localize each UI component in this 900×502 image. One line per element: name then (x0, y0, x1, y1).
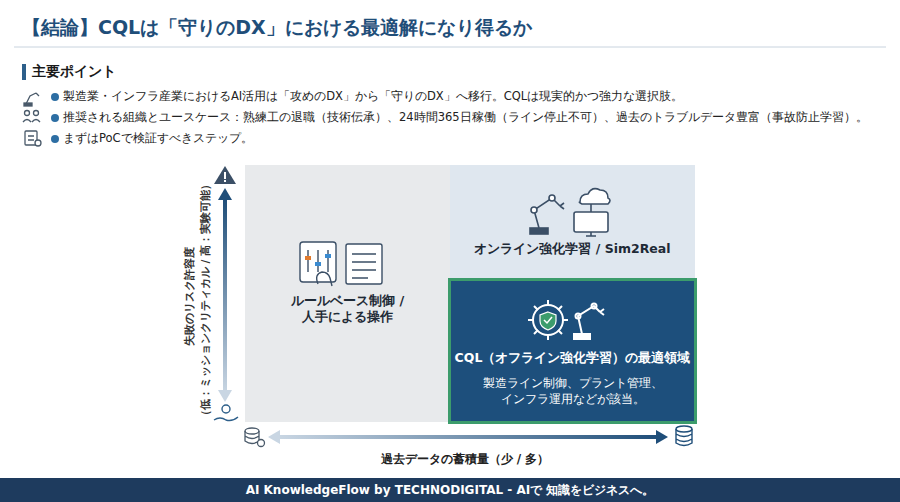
title-rule (14, 47, 886, 48)
x-axis-arrow (268, 430, 668, 444)
region-label: オンライン強化学習 / Sim2Real (450, 241, 695, 258)
x-axis-title: 過去データの蓄積量（少 / 多） (381, 451, 550, 468)
bullet-dots (51, 93, 59, 143)
bullet-text: まずはPoCで検証すべきステップ。 (63, 131, 253, 146)
y-axis-title: 失敗のリスク許容度 (182, 247, 197, 346)
bullet-text: 製造業・インフラ産業におけるAI活用は「攻めのDX」から「守りのDX」へ移行。C… (63, 89, 683, 104)
footer-text: AI KnowledgeFlow by TECHNODIGITAL - AIで … (0, 478, 900, 502)
section-heading: 主要ポイント (32, 63, 116, 81)
hand-coin-icon (214, 405, 238, 421)
slide-title: 【結論】CQLは「守りのDX」における最適解になり得るか (22, 15, 532, 41)
section-bar (22, 64, 26, 80)
database-icon-large (676, 426, 692, 446)
region-label: ルールベース制御 / 人手による操作 (287, 293, 408, 325)
bullet-icons (23, 93, 41, 146)
warning-icon (214, 166, 236, 184)
quadrant-region: オンライン強化学習 / Sim2Real (450, 165, 695, 280)
y-axis-arrow (218, 188, 232, 402)
y-axis-subtitle: （低：ミッションクリティカル / 高：実験可能） (199, 179, 213, 421)
footer-band: AI KnowledgeFlow by TECHNODIGITAL - AIで … (0, 478, 900, 502)
region-body: 製造ライン制御、プラント管理、 インフラ運用などが該当。 (482, 375, 663, 407)
quadrant-region: ルールベース制御 / 人手による操作 (245, 165, 450, 422)
highlight-region: CQL（オフライン強化学習）の最適領域製造ライン制御、プラント管理、 インフラ運… (448, 278, 697, 424)
database-icon-small (245, 428, 265, 447)
bullet-text: 推奨される組織とユースケース：熟練工の退職（技術伝承）、24時間365日稼働（ラ… (63, 110, 868, 125)
region-heading: CQL（オフライン強化学習）の最適領域 (451, 350, 694, 367)
